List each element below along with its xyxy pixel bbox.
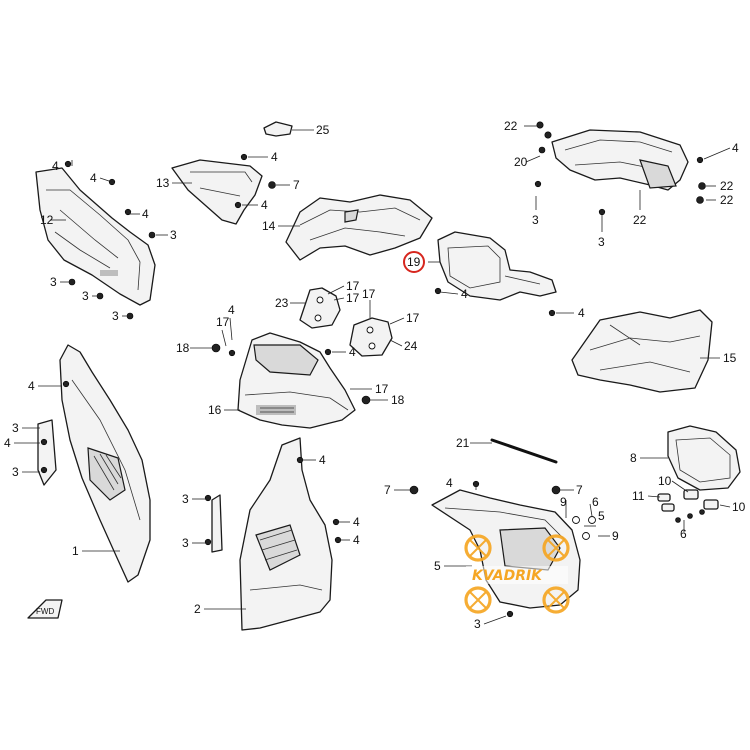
part-24-bracket [349,317,393,357]
callout-4: 4 [446,476,453,490]
callout-10: 10 [658,474,672,488]
callout-4: 4 [271,150,278,164]
callout-6: 6 [680,527,687,541]
part-12-side-panel [35,167,156,306]
watermark-text: KVADRIK [472,568,543,584]
callout-2: 2 [194,602,201,616]
callout-3: 3 [50,275,57,289]
callout-19-highlight-ring [403,251,425,273]
callout-18: 18 [391,393,405,407]
callout-10: 10 [732,500,746,514]
watermark-logo: KVADRIK [464,534,570,614]
callout-19: 19 [407,255,421,269]
part-13-bracket [171,159,263,225]
part-15-side-cover [571,309,713,393]
callout-12: 12 [40,213,54,227]
callout-3: 3 [598,235,605,249]
callout-9: 9 [612,529,619,543]
callout-25: 25 [316,123,330,137]
callout-11: 11 [632,489,645,503]
callout-6: 6 [592,495,599,509]
part-3-bracket-left [37,419,57,486]
part-21-rod [490,438,558,464]
callout-7: 7 [384,483,391,497]
callout-4: 4 [319,453,326,467]
part-25-clip [263,121,293,137]
callout-22: 22 [720,193,734,207]
callout-23: 23 [275,296,289,310]
callout-3: 3 [182,492,189,506]
part-2-lower-panel [211,437,333,631]
callout-3: 3 [12,421,19,435]
part-11-grommets [657,493,675,512]
callout-3: 3 [112,309,119,323]
callout-4: 4 [52,159,59,173]
callout-3: 3 [12,465,19,479]
fwd-label: FWD [36,607,54,616]
fwd-direction-arrow: FWD [27,599,63,619]
callout-22: 22 [720,179,734,193]
callout-4: 4 [90,171,97,185]
callout-8: 8 [630,451,637,465]
callout-7: 7 [293,178,300,192]
part-10-grommets [683,489,719,510]
part-19-panel [437,231,557,301]
callout-15: 15 [723,351,737,365]
callout-7: 7 [576,483,583,497]
callout-24: 24 [404,339,418,353]
callout-18: 18 [176,341,190,355]
callout-4: 4 [4,436,11,450]
callout-21: 21 [456,436,470,450]
callout-3: 3 [170,228,177,242]
callout-4: 4 [461,287,468,301]
callout-3: 3 [182,536,189,550]
callout-17: 17 [346,279,360,293]
callout-labels: 25 4 13 7 4 14 12 4 4 4 3 3 3 3 22 20 3 … [4,119,746,631]
callout-17: 17 [346,291,360,305]
callout-4: 4 [228,303,235,317]
callout-4: 4 [261,198,268,212]
callout-3: 3 [474,617,481,631]
callout-5: 5 [434,559,441,573]
callout-4: 4 [142,207,149,221]
callout-22: 22 [633,213,647,227]
part-23-bracket [299,287,341,329]
part-1-side-panel [59,344,151,583]
part-8-gauge-housing [667,425,741,491]
callout-4: 4 [353,533,360,547]
callout-20: 20 [514,155,528,169]
callout-22: 22 [504,119,518,133]
part-20-top-cover [551,129,689,191]
callout-17: 17 [362,287,376,301]
callout-1: 1 [72,544,79,558]
callout-9: 9 [560,495,567,509]
callout-17: 17 [406,311,420,325]
callout-5: 5 [598,509,605,523]
part-16-headlight-housing [237,332,356,429]
callout-3: 3 [532,213,539,227]
callout-4: 4 [732,141,739,155]
callout-4: 4 [28,379,35,393]
callout-4: 4 [349,345,356,359]
callout-16: 16 [208,403,222,417]
part-14-dash-cover [285,194,433,261]
callout-14: 14 [262,219,276,233]
callout-17: 17 [216,315,230,329]
callout-4: 4 [353,515,360,529]
callout-13: 13 [156,176,170,190]
callout-17: 17 [375,382,389,396]
callout-3: 3 [82,289,89,303]
callout-4: 4 [578,306,585,320]
